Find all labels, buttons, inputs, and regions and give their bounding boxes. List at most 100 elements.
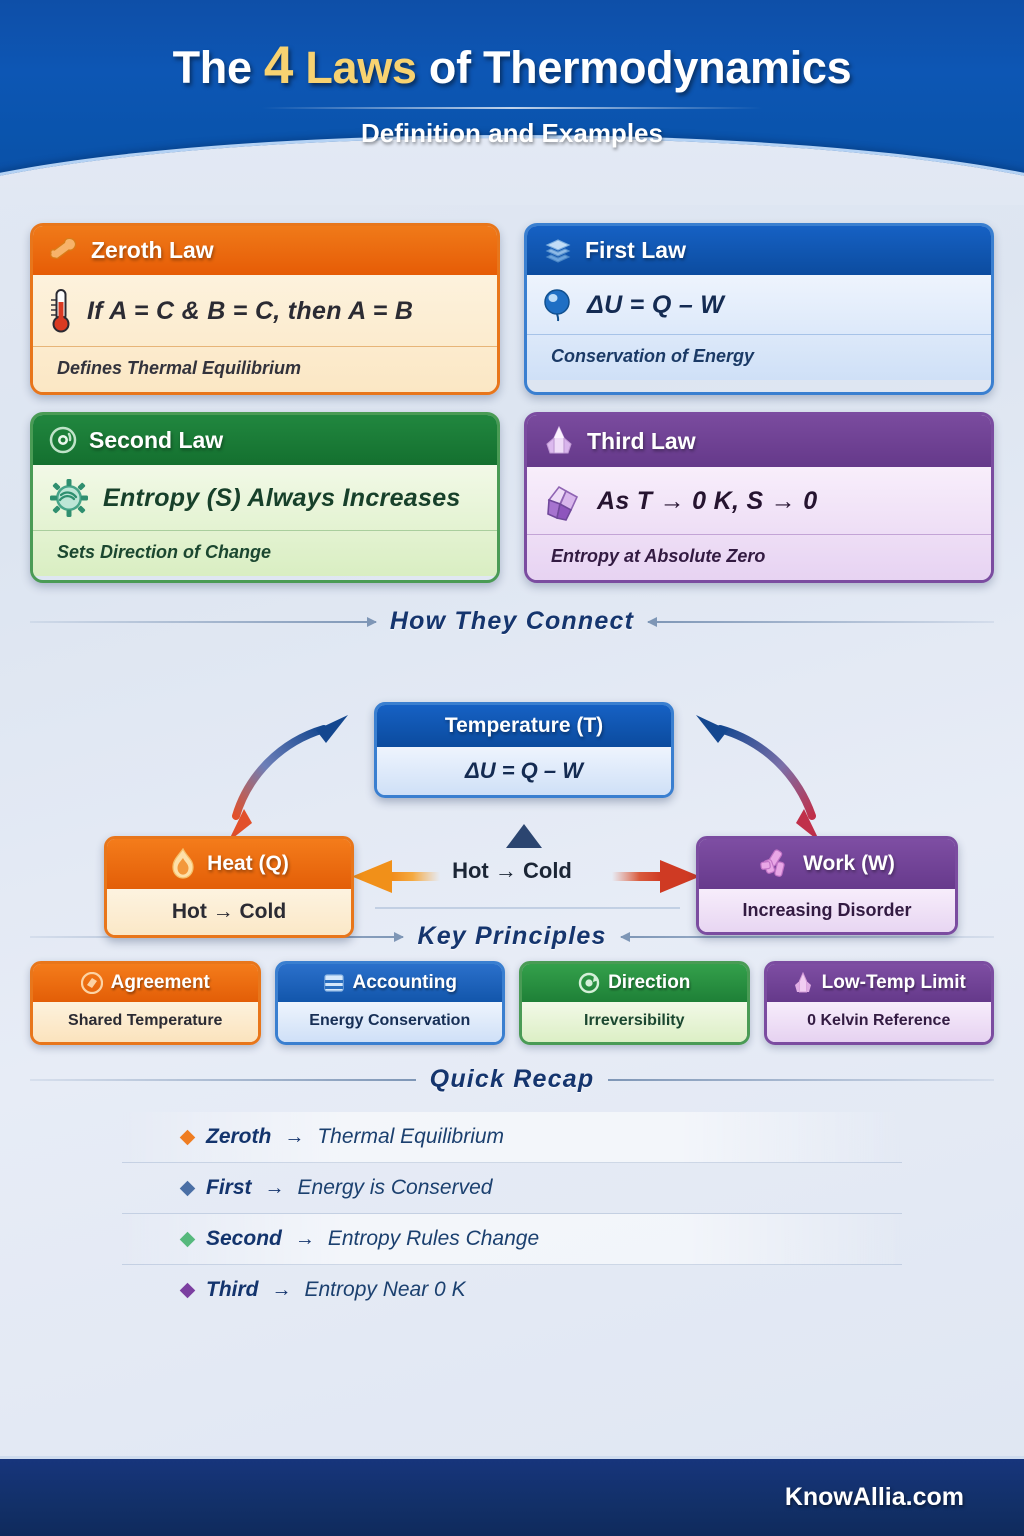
node-title: Heat (Q) xyxy=(207,852,289,875)
thermometer-icon xyxy=(51,289,70,333)
connect-node-heat[interactable]: Heat (Q) Hot → Cold xyxy=(104,836,354,938)
poster-header: The 4 Laws of Thermodynamics Definition … xyxy=(0,0,1024,205)
principle-title: Accounting xyxy=(352,972,458,993)
principle-subtitle: Energy Conservation xyxy=(277,1002,502,1042)
recap-description: Entropy Rules Change xyxy=(327,1227,540,1250)
principle-subtitle: Irreversibility xyxy=(522,1002,747,1042)
connect-node-work[interactable]: Work (W) Increasing Disorder xyxy=(696,836,958,935)
node-body: Increasing Disorder xyxy=(699,889,955,932)
node-title-row: Work (W) xyxy=(699,839,955,889)
law-formula: Entropy (S) Always Increases xyxy=(103,483,461,512)
recycle-circle-icon xyxy=(49,426,77,454)
title-laws: Laws xyxy=(305,42,417,93)
divider-line-right xyxy=(608,1078,994,1081)
law-card-zeroth[interactable]: Zeroth Law If A = C & B xyxy=(30,223,500,395)
gear-swirl-icon xyxy=(50,479,88,517)
droplet-icon xyxy=(544,289,570,322)
law-formula: ΔU = Q – W xyxy=(587,290,725,319)
law-title: Second Law xyxy=(89,426,224,453)
title-of: of xyxy=(428,42,471,93)
law-card-first[interactable]: First Law ΔU = Q – W Conservation of Ene… xyxy=(524,223,994,395)
recap-item-zeroth[interactable]: Zeroth → Thermal Equilibrium xyxy=(122,1112,902,1163)
principle-card-agreement[interactable]: Agreement Shared Temperature xyxy=(30,961,261,1045)
section-divider-connect: How They Connect xyxy=(30,607,994,636)
handshake-circle-icon xyxy=(80,972,103,994)
footer-site-name[interactable]: KnowAllia.com xyxy=(784,1483,964,1511)
law-card-body: ΔU = Q – W Conservation of Energy xyxy=(527,275,991,380)
bone-icon xyxy=(50,237,77,259)
section-title-recap: Quick Recap xyxy=(429,1065,595,1093)
law-formula-row: If A = C & B = C, then A = B xyxy=(33,275,497,346)
recap-item-first[interactable]: First → Energy is Conserved xyxy=(122,1163,902,1214)
laws-grid: Zeroth Law If A = C & B xyxy=(30,223,994,583)
principle-subtitle: 0 Kelvin Reference xyxy=(766,1002,991,1042)
page-subtitle: Definition and Examples xyxy=(361,117,663,148)
law-formula-row: Entropy (S) Always Increases xyxy=(33,465,497,530)
connect-arrows xyxy=(228,715,820,909)
law-formula-row: As T → 0 K, S → 0 xyxy=(527,467,991,534)
principle-card-low-temp-limit[interactable]: Low-Temp Limit 0 Kelvin Reference xyxy=(763,961,994,1045)
recap-description: Energy is Conserved xyxy=(297,1176,493,1199)
law-title: Zeroth Law xyxy=(91,237,214,263)
node-title-row: Heat (Q) xyxy=(107,839,351,889)
principle-header: Direction xyxy=(522,964,747,1002)
divider-line-right xyxy=(619,931,995,942)
law-subtitle: Sets Direction of Change xyxy=(33,530,497,576)
law-card-third[interactable]: Third Law As T → 0 K, S → 0 Entropy at A… xyxy=(524,412,994,583)
law-title: First Law xyxy=(585,237,686,263)
poster-footer: KnowAllia.com xyxy=(0,1456,1024,1536)
law-card-body: If A = C & B = C, then A = B Defines The… xyxy=(33,275,497,392)
recap-arrow-icon: → xyxy=(264,1176,285,1199)
law-title: Third Law xyxy=(587,427,696,454)
law-card-body: As T → 0 K, S → 0 Entropy at Absolute Ze… xyxy=(527,467,991,580)
law-card-header: Zeroth Law xyxy=(33,226,497,275)
law-subtitle: Defines Thermal Equilibrium xyxy=(33,346,497,392)
wrench-cross-icon xyxy=(760,849,785,877)
title-part-the: The xyxy=(172,42,252,93)
law-card-header: First Law xyxy=(527,226,991,275)
arrow-circle-icon xyxy=(578,972,600,994)
divider-line-right xyxy=(647,616,994,627)
diamond-bullet-icon xyxy=(179,1282,196,1298)
node-body: Hot → Cold xyxy=(107,889,351,935)
law-subtitle: Conservation of Energy xyxy=(527,334,991,380)
node-title-row: Temperature (T) xyxy=(377,705,671,747)
law-card-header: Third Law xyxy=(527,415,991,467)
diamond-bullet-icon xyxy=(179,1129,196,1145)
connect-node-temperature[interactable]: Temperature (T) ΔU = Q – W xyxy=(374,702,674,798)
principle-title: Low-Temp Limit xyxy=(821,972,966,993)
recap-item-second[interactable]: Second → Entropy Rules Change xyxy=(122,1214,902,1265)
diamond-bullet-icon xyxy=(179,1231,196,1247)
law-formula: As T → 0 K, S → 0 xyxy=(597,486,818,515)
section-divider-recap: Quick Recap xyxy=(30,1065,994,1094)
recap-term: First xyxy=(206,1176,252,1199)
node-title: Temperature (T) xyxy=(444,714,604,737)
ledger-icon xyxy=(323,974,344,992)
diamond-bullet-icon xyxy=(179,1180,196,1196)
principle-card-accounting[interactable]: Accounting Energy Conservation xyxy=(274,961,505,1045)
law-formula: If A = C & B = C, then A = B xyxy=(87,296,414,325)
recap-arrow-icon: → xyxy=(271,1278,292,1301)
law-card-body: Entropy (S) Always Increases Sets Direct… xyxy=(33,465,497,576)
law-subtitle: Entropy at Absolute Zero xyxy=(527,534,991,580)
page-title: The 4 Laws of Thermodynamics xyxy=(0,38,1024,94)
recap-term: Zeroth xyxy=(206,1125,272,1148)
divider-line-left xyxy=(30,1078,416,1081)
principle-header: Agreement xyxy=(33,964,258,1002)
law-card-second[interactable]: Second Law xyxy=(30,412,500,583)
recap-term: Second xyxy=(206,1227,282,1250)
recap-description: Thermal Equilibrium xyxy=(317,1125,505,1148)
recap-term: Third xyxy=(206,1278,259,1301)
principle-card-direction[interactable]: Direction Irreversibility xyxy=(519,961,750,1045)
recap-list: Zeroth → Thermal Equilibrium First → Ene… xyxy=(122,1112,902,1315)
title-thermodynamics: Thermodynamics xyxy=(482,42,852,93)
title-divider xyxy=(262,106,762,109)
node-title: Work (W) xyxy=(803,852,895,875)
recap-description: Entropy Near 0 K xyxy=(304,1278,466,1301)
recap-item-third[interactable]: Third → Entropy Near 0 K xyxy=(122,1265,902,1315)
principle-subtitle: Shared Temperature xyxy=(33,1002,258,1042)
recap-arrow-icon: → xyxy=(294,1227,315,1250)
recap-arrow-icon: → xyxy=(284,1125,305,1148)
flame-icon xyxy=(172,848,194,879)
